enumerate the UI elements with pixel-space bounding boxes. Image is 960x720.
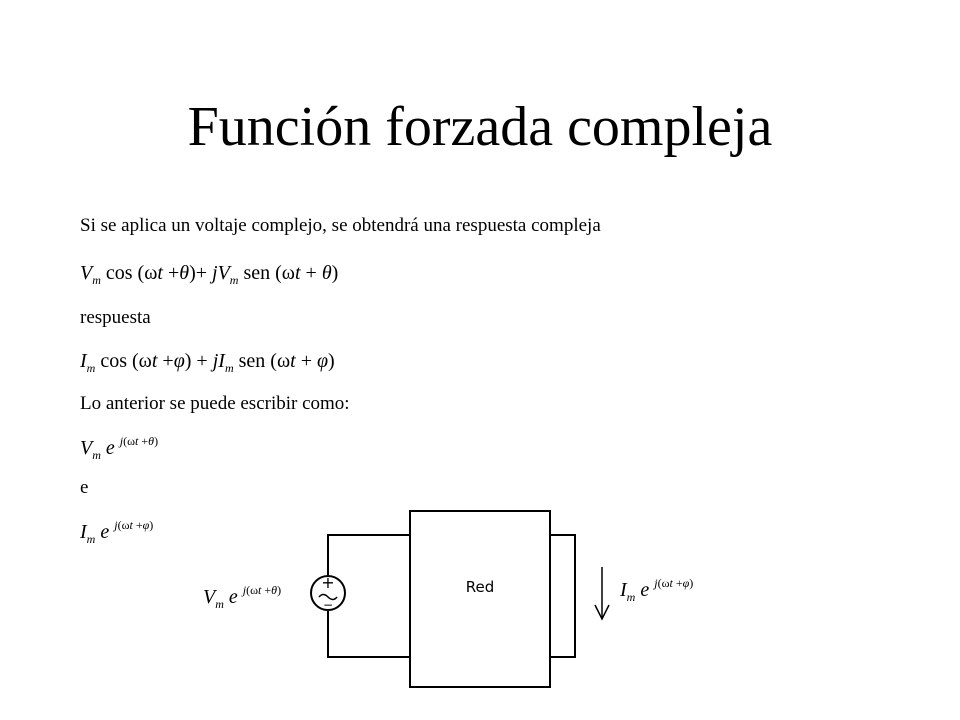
voltage-source-icon (310, 575, 346, 611)
current-arrow-icon (594, 604, 610, 621)
network-label: Red (465, 578, 495, 596)
source-plus-sign: + (321, 573, 334, 592)
network-box (409, 510, 551, 688)
page-title: Función forzada compleja (187, 96, 773, 158)
source-sine-icon (318, 593, 338, 601)
wire-top-left (327, 534, 410, 575)
rewrite-text: Lo anterior se puede escribir como: (80, 393, 350, 414)
source-voltage-label: Vm e j(ωt +θ) (203, 583, 282, 611)
current-equation: Im cos (ωt +φ) + jIm sen (ωt + φ) (80, 350, 335, 375)
wire-right (550, 534, 576, 658)
voltage-exponential: Vm e j(ωt +θ) (80, 434, 159, 462)
wire-bottom-left (327, 611, 410, 658)
source-minus-sign: − (323, 598, 333, 612)
response-label: respuesta (80, 307, 151, 328)
voltage-equation: Vm cos (ωt +θ)+ jVm sen (ωt + θ) (80, 262, 339, 287)
current-response-label: Im e j(ωt +φ) (620, 576, 694, 604)
intro-text: Si se aplica un voltaje complejo, se obt… (80, 215, 601, 236)
current-exponential: Im e j(ωt +φ) (80, 518, 154, 546)
conjunction-text: e (80, 477, 89, 498)
